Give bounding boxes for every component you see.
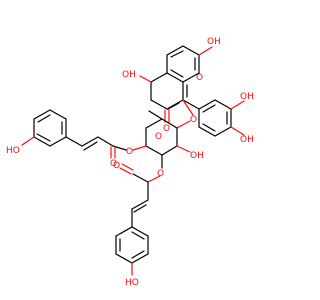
molecule-structure: OH OH O O OH OH O O OH O O O O HO HO — [6, 37, 254, 288]
oxygen-label: O — [163, 124, 170, 134]
bond — [150, 99, 168, 110]
bond — [131, 226, 149, 237]
bond — [36, 133, 51, 142]
bond — [33, 136, 51, 147]
bond — [166, 45, 184, 56]
chromone-core — [139, 45, 213, 123]
bond — [139, 75, 152, 83]
bond — [150, 72, 168, 83]
bond — [131, 253, 149, 264]
oxygen-label: O — [196, 73, 203, 83]
bond — [182, 99, 194, 116]
oxygen-label: O — [157, 169, 164, 179]
hydroxyl-label: HO — [125, 278, 139, 288]
oxygen-label: O — [110, 159, 117, 169]
bond — [198, 46, 213, 56]
bond — [131, 250, 145, 259]
bond — [176, 120, 191, 129]
bond — [198, 126, 216, 137]
bond — [121, 163, 134, 171]
bond — [161, 145, 178, 156]
atom-labels: OH OH O O OH OH O O OH O O O O HO HO — [6, 37, 254, 288]
bond — [119, 167, 132, 175]
bond — [202, 123, 216, 132]
bond — [49, 109, 67, 120]
bond — [145, 118, 163, 129]
bond — [132, 145, 147, 151]
oxygen-label: O — [190, 115, 197, 125]
bond — [83, 141, 98, 151]
bond — [230, 126, 245, 136]
bond — [148, 110, 163, 120]
bond — [145, 145, 163, 156]
bond — [97, 136, 114, 147]
bond — [202, 104, 216, 113]
sugar-ring — [145, 99, 194, 156]
bond — [214, 126, 232, 137]
bond — [170, 69, 184, 78]
bond — [170, 50, 184, 58]
oh-label: OH — [207, 37, 221, 47]
bond — [65, 136, 83, 147]
bond — [131, 199, 149, 210]
bond — [49, 136, 67, 147]
bond — [132, 173, 149, 183]
bond — [166, 72, 184, 83]
oxygen-label: O — [155, 132, 162, 142]
oxygen-label: O — [113, 161, 120, 171]
bond — [133, 204, 147, 213]
hydroxyl-label: HO — [6, 146, 20, 156]
bond — [167, 102, 180, 110]
oh-label: OH — [240, 92, 254, 102]
bond — [176, 145, 191, 153]
oh-label: OH — [190, 151, 204, 161]
bond — [147, 175, 161, 183]
bond — [182, 45, 200, 56]
oh-label: OH — [240, 135, 254, 145]
ester-2 — [115, 154, 163, 276]
structure-canvas: OH OH O O OH OH O O OH O O O O HO HO — [6, 37, 254, 288]
oxygen-label: O — [126, 147, 133, 157]
bond — [198, 99, 216, 110]
oh-label: OH — [122, 70, 136, 80]
bond — [214, 99, 232, 110]
catechol-ring — [182, 99, 245, 137]
bond — [115, 253, 133, 264]
bond — [182, 72, 200, 83]
bond — [21, 136, 35, 146]
bond — [161, 118, 178, 129]
bond — [81, 136, 99, 147]
bond — [37, 114, 51, 123]
ester-1 — [21, 109, 147, 159]
bond — [230, 100, 245, 110]
bond — [115, 226, 133, 237]
bond — [131, 231, 145, 240]
bond — [33, 109, 51, 120]
bond — [182, 99, 200, 110]
